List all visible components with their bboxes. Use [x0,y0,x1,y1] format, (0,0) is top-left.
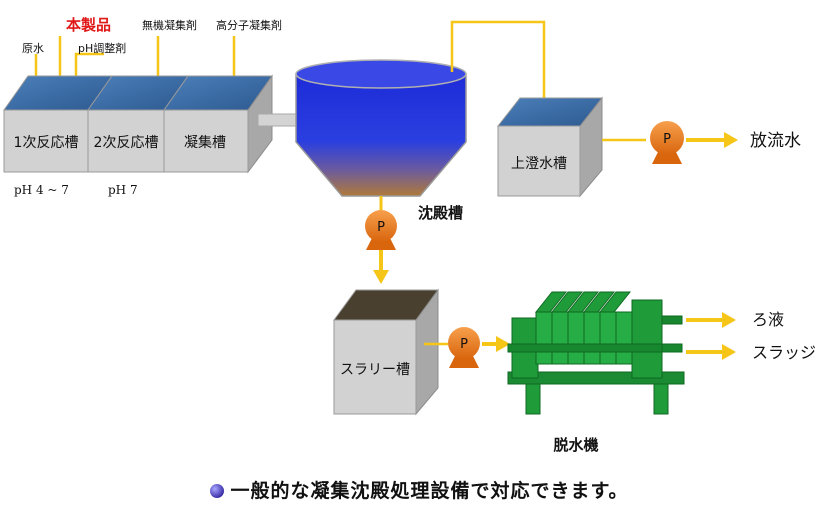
raw-water-label: 原水 [22,42,44,55]
press-pump-label: P [460,337,468,352]
ph-range-label: pH 4 ~ 7 [14,183,69,197]
supernatant-tank [496,96,604,198]
filtrate-label: ろ液 [752,310,784,329]
dosing-arrows [34,36,236,83]
discharge-pump-label: P [663,132,671,147]
sludge-pump-label: P [377,220,385,235]
tank2-label: 2次反応槽 [94,135,159,151]
tank3-label: 凝集槽 [184,134,226,151]
sludge-out-arrowhead [722,344,736,360]
ph-adjuster-label: pH調整剤 [78,41,126,55]
dehydrator-label: 脱水機 [553,436,598,454]
tank1-label: 1次反応槽 [14,135,79,151]
reaction-tanks [3,74,273,174]
inorganic-coagulant-label: 無機凝集剤 [142,18,197,32]
overflow-line [450,20,546,108]
sedimentation-label: 沈殿槽 [418,204,463,222]
slurry-tank [333,288,439,416]
sludge-label: スラッジ [752,343,816,362]
sedimentation-tank [295,59,467,197]
discharge-label: 放流水 [750,131,801,151]
ph-neutral-label: pH 7 [108,183,138,197]
filter-press [507,291,685,415]
bullet-icon [210,484,225,498]
slurry-tank-label: スラリー槽 [340,362,410,378]
slurry-arrowhead [496,336,510,352]
caption: 一般的な凝集沈殿処理設備で対応できます。 [0,476,839,503]
polymer-coagulant-label: 高分子凝集剤 [216,18,282,32]
discharge-arrowhead [724,132,738,148]
press-pump [448,327,480,368]
sludge-pump [365,210,397,250]
discharge-pump [650,121,684,164]
supernatant-tank-label: 上澄水槽 [511,156,567,172]
filtrate-arrowhead [722,312,736,328]
product-label: 本製品 [66,16,111,34]
caption-text: 一般的な凝集沈殿処理設備で対応できます。 [230,480,629,502]
sludge-arrowhead [373,270,389,284]
